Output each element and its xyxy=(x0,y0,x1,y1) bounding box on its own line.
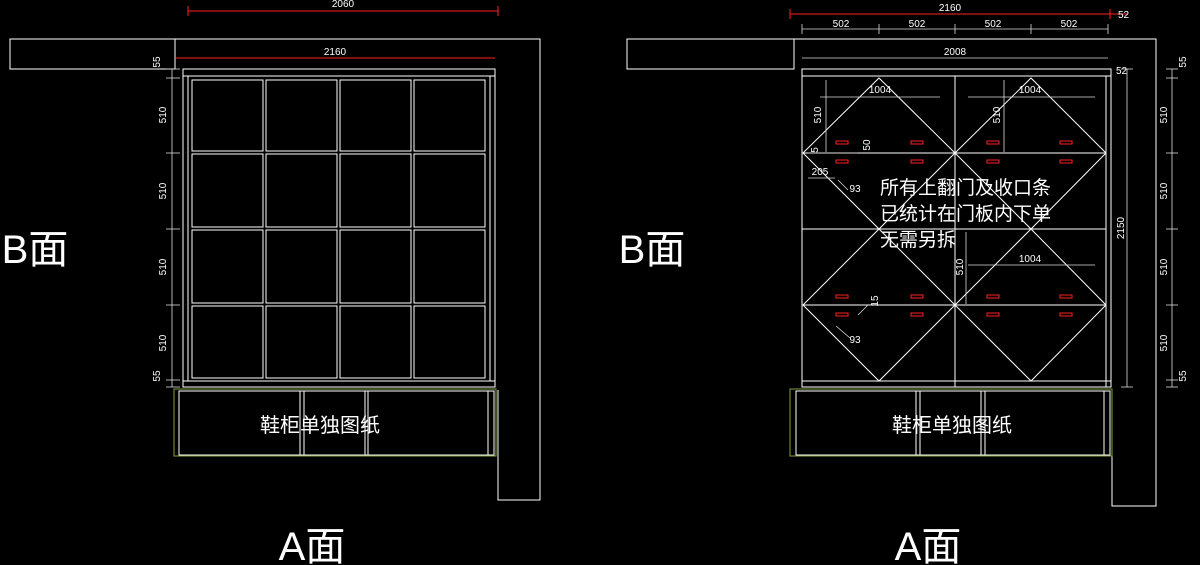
flap-door-diamonds xyxy=(802,77,1107,382)
left-elevation: 2060 2160 xyxy=(2,0,541,565)
panel-dim-3: 502 xyxy=(985,19,1002,30)
inner-dim-3: 510 xyxy=(955,258,966,275)
note-line-2: 已统计在门板内下单 xyxy=(880,203,1051,225)
handle-marks xyxy=(835,140,1073,317)
left-width-dim: 2160 xyxy=(324,47,347,58)
panel-dim-4: 502 xyxy=(1061,19,1078,30)
detail-dim-93b: 93 xyxy=(849,335,861,346)
left-shoe-cabinet-label: 鞋柜单独图纸 xyxy=(260,413,380,437)
left-dim-row1: 510 xyxy=(158,106,169,123)
left-dim-row2: 510 xyxy=(158,182,169,199)
door-dim-2: 1004 xyxy=(1019,85,1042,96)
right-side-dim: 52 xyxy=(1116,66,1128,77)
left-dim-row3: 510 xyxy=(158,258,169,275)
left-face-b: B面 xyxy=(2,228,69,272)
right-face-b: B面 xyxy=(619,228,686,272)
left-grid xyxy=(191,79,486,379)
right-height-total: 2150 xyxy=(1116,216,1127,239)
right-dim-row3: 510 xyxy=(1159,258,1170,275)
note-line-3: 无需另拆 xyxy=(880,229,956,251)
detail-dim-205: 205 xyxy=(812,167,829,178)
right-dim-row4: 510 xyxy=(1159,334,1170,351)
right-shoe-cabinet-label: 鞋柜单独图纸 xyxy=(892,413,1012,437)
detail-dim-5: 5 xyxy=(810,147,821,153)
door-dim-1: 1004 xyxy=(869,85,892,96)
left-dim-bottom: 55 xyxy=(152,370,163,382)
inner-dim-2: 510 xyxy=(992,106,1003,123)
left-dim-row4: 510 xyxy=(158,334,169,351)
panel-dim-2: 502 xyxy=(909,19,926,30)
door-dim-3: 1004 xyxy=(1019,254,1042,265)
right-width-dim: 2008 xyxy=(944,47,967,58)
left-dim-top: 55 xyxy=(152,56,163,68)
left-top-dim-red: 2060 xyxy=(332,0,355,10)
right-top-dim-red-end: 52 xyxy=(1118,10,1130,21)
right-face-a: A面 xyxy=(895,525,962,565)
right-top-dim-red: 2160 xyxy=(939,3,962,14)
left-face-a: A面 xyxy=(279,525,346,565)
panel-dim-1: 502 xyxy=(833,19,850,30)
right-dim-bottom: 55 xyxy=(1178,370,1189,382)
right-dim-row2: 510 xyxy=(1159,182,1170,199)
note-line-1: 所有上翻门及收口条 xyxy=(880,177,1051,199)
inner-dim-1: 510 xyxy=(813,106,824,123)
detail-dim-93a: 93 xyxy=(849,184,861,195)
right-dim-row1: 510 xyxy=(1159,106,1170,123)
detail-dim-50: 50 xyxy=(862,139,873,151)
detail-dim-15: 15 xyxy=(870,295,881,307)
right-elevation: 2160 52 502 502 502 502 2008 52 xyxy=(619,3,1189,565)
right-dim-top: 55 xyxy=(1178,56,1189,68)
